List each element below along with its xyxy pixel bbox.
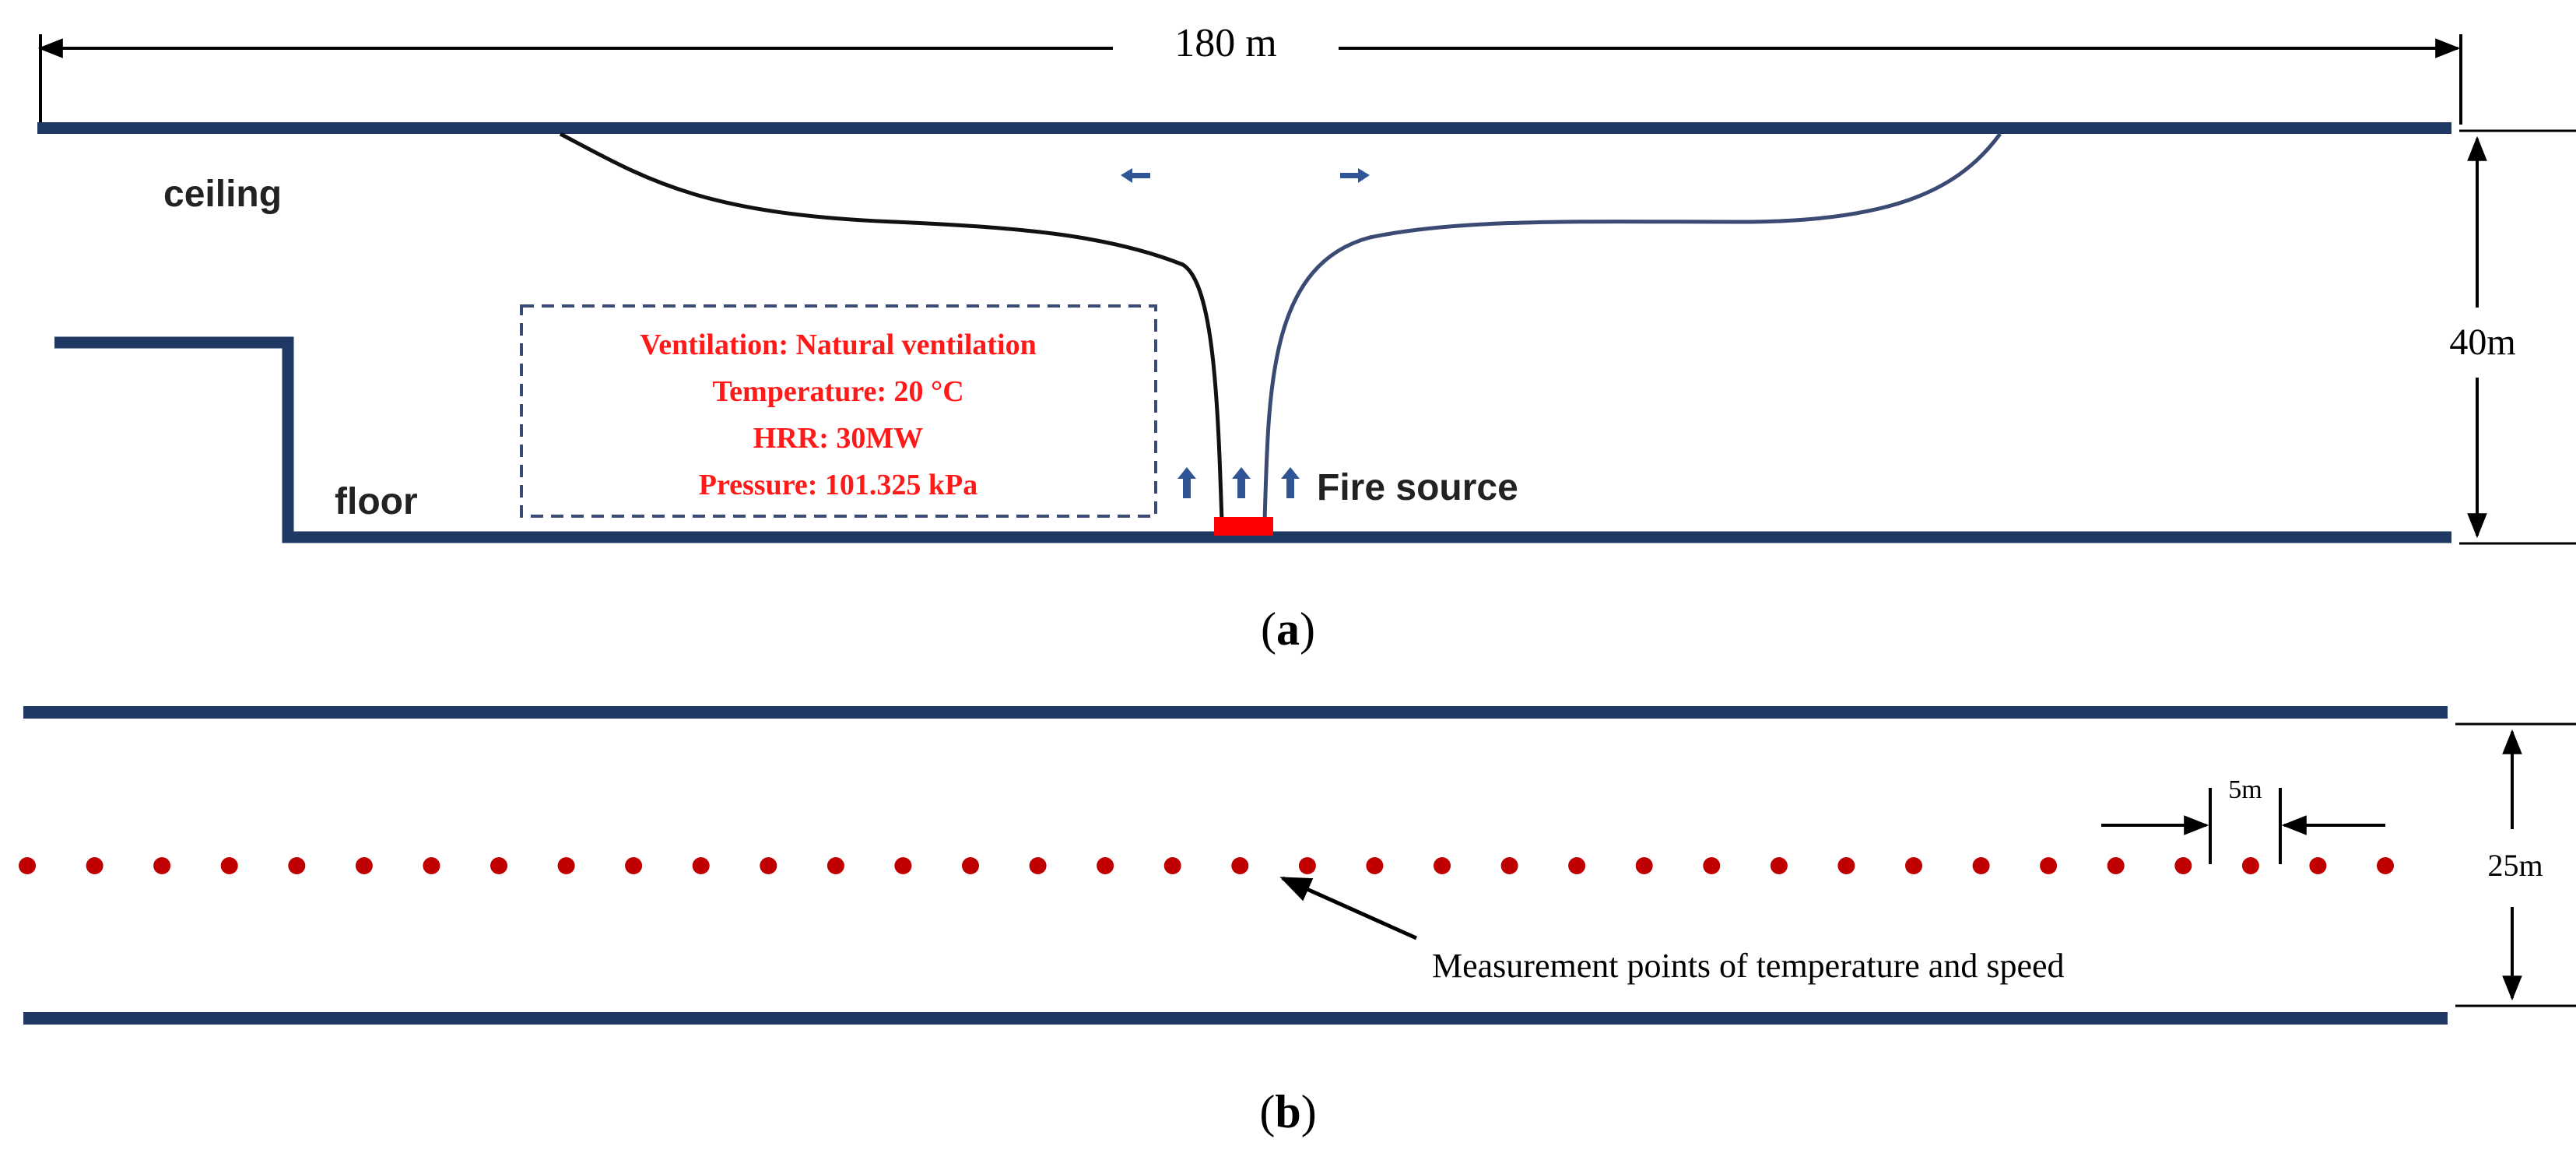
condition-hrr: HRR: 30MW — [753, 422, 923, 455]
upper-wall — [23, 706, 2448, 719]
updraft-arrow-icon-3 — [1281, 467, 1300, 498]
measurement-point — [557, 857, 575, 874]
caption-a: (a) — [1261, 603, 1315, 655]
measurement-point — [2377, 857, 2394, 874]
measurement-point — [1434, 857, 1451, 874]
measurement-point — [1298, 857, 1316, 874]
measurement-pointer-arrow — [1279, 876, 1418, 940]
plume-right-curve — [1262, 132, 2002, 522]
measurement-point — [625, 857, 643, 874]
height-label: 40m — [2449, 322, 2515, 363]
measurement-point — [1770, 857, 1788, 874]
measurement-point — [1568, 857, 1586, 874]
measurement-point — [1231, 857, 1249, 874]
measurement-point — [355, 857, 373, 874]
measurement-point — [2040, 857, 2058, 874]
measurement-point — [1029, 857, 1047, 874]
measurement-point — [1500, 857, 1518, 874]
ceiling-wall — [37, 122, 2451, 134]
condition-pressure: Pressure: 101.325 kPa — [699, 469, 978, 501]
measurement-point — [153, 857, 171, 874]
plume-left-curve — [559, 132, 1224, 522]
measurement-point — [1837, 857, 1855, 874]
measurement-point — [2309, 857, 2327, 874]
measurement-point — [1635, 857, 1653, 874]
caption-b: (b) — [1259, 1086, 1316, 1137]
panel-a: 180 m ceiling floor 40m — [37, 21, 2576, 655]
measurement-point — [288, 857, 306, 874]
measurement-point — [1097, 857, 1114, 874]
measurement-point — [1972, 857, 1990, 874]
flow-right-arrow-icon — [1340, 168, 1370, 183]
floor-wall — [54, 336, 2451, 543]
lower-wall — [23, 1012, 2448, 1025]
condition-temperature: Temperature: 20 °C — [712, 375, 963, 408]
panel-b: 25m 5m Measurement points of temperature… — [19, 706, 2576, 1137]
measurement-point — [1366, 857, 1384, 874]
measurement-point — [1703, 857, 1721, 874]
measurement-label: Measurement points of temperature and sp… — [1432, 947, 2065, 985]
width-label: 25m — [2487, 848, 2543, 883]
conditions-box — [520, 304, 1157, 518]
measurement-point — [19, 857, 36, 874]
measurement-point — [220, 857, 238, 874]
flow-left-arrow-icon — [1121, 168, 1150, 183]
measurement-point — [894, 857, 912, 874]
fire-source-block — [1214, 517, 1273, 536]
length-label: 180 m — [1174, 21, 1276, 65]
fire-source-label: Fire source — [1317, 467, 1518, 508]
measurement-points — [19, 857, 2394, 874]
measurement-point — [2241, 857, 2259, 874]
measurement-point — [2107, 857, 2125, 874]
measurement-point — [760, 857, 777, 874]
floor-label: floor — [335, 481, 418, 522]
measurement-point — [2174, 857, 2192, 874]
measurement-point — [86, 857, 104, 874]
condition-ventilation: Ventilation: Natural ventilation — [640, 329, 1037, 361]
updraft-arrow-icon-2 — [1232, 467, 1251, 498]
ceiling-label: ceiling — [163, 174, 282, 215]
measurement-point — [826, 857, 844, 874]
updraft-arrow-icon-1 — [1177, 467, 1196, 498]
measurement-point — [423, 857, 440, 874]
measurement-point — [962, 857, 979, 874]
spacing-label: 5m — [2228, 775, 2262, 804]
measurement-point — [1163, 857, 1181, 874]
measurement-point — [1905, 857, 1922, 874]
measurement-point — [490, 857, 507, 874]
measurement-point — [692, 857, 710, 874]
